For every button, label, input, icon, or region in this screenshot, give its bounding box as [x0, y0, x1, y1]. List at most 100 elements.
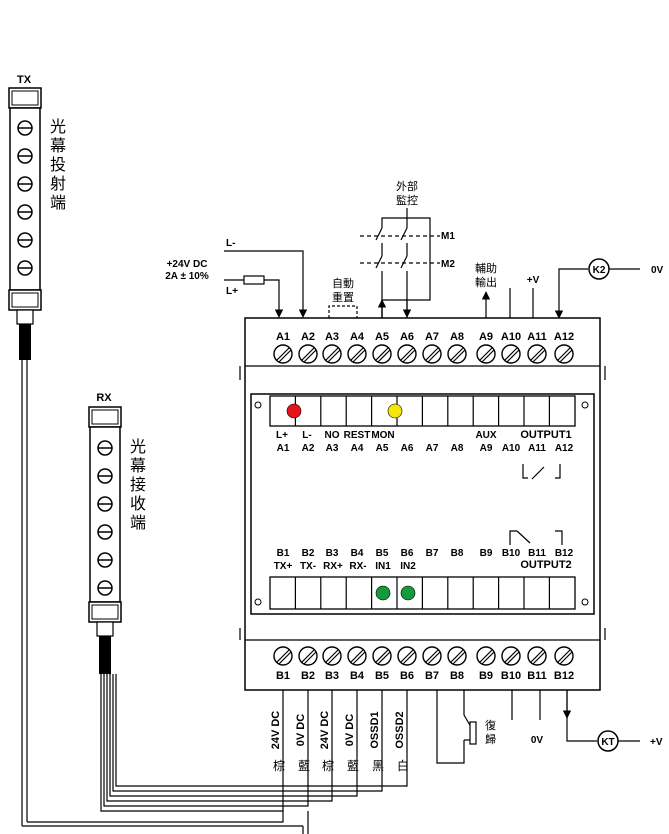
bottom-plus-v: +V: [650, 737, 663, 748]
terminal-b4[interactable]: B4: [347, 646, 367, 682]
panel-top-label: REST: [344, 430, 371, 441]
terminal-label: B1: [276, 670, 290, 682]
external-monitoring: 外部 監控 M1 M2: [360, 179, 455, 318]
terminal-a4[interactable]: A4: [347, 331, 367, 364]
terminal-b10[interactable]: B10: [501, 646, 521, 682]
terminal-label: A11: [527, 331, 547, 343]
terminal-label: B6: [400, 670, 414, 682]
wire-color: 藍: [298, 759, 310, 773]
terminal-b3[interactable]: B3: [322, 646, 342, 682]
terminal-b7[interactable]: B7: [422, 646, 442, 682]
terminal-label: B5: [375, 670, 389, 682]
panel-bottom-terminal: B2: [302, 548, 315, 559]
output2-label: OUTPUT2: [520, 559, 571, 571]
lens-icon: [97, 580, 113, 596]
name-char: 接: [130, 475, 146, 494]
terminal-label: A2: [301, 331, 315, 343]
terminal-a9[interactable]: A9: [476, 331, 496, 364]
lens-icon: [97, 552, 113, 568]
terminal-label: A12: [554, 331, 574, 343]
terminal-label: A9: [479, 331, 493, 343]
terminal-b8[interactable]: B8: [447, 646, 467, 682]
top-zero-v: 0V: [651, 265, 664, 276]
terminal-a8[interactable]: A8: [447, 331, 467, 364]
ext-monitor-line2: 監控: [396, 193, 418, 207]
terminal-a2[interactable]: A2: [298, 331, 318, 364]
panel-bottom-terminal: B6: [401, 548, 414, 559]
terminal-a10[interactable]: A10: [501, 331, 521, 364]
aux-output: 輔助 輸出: [475, 261, 497, 318]
terminal-b12[interactable]: B12: [554, 646, 574, 682]
lens-icon: [97, 440, 113, 456]
l-minus-label: L-: [226, 238, 235, 249]
terminal-a11[interactable]: A11: [527, 331, 547, 364]
terminal-b11[interactable]: B11: [527, 646, 547, 682]
tx-cable-bundle: [22, 811, 309, 834]
panel-bottom-label: IN1: [375, 561, 391, 572]
terminal-b5[interactable]: B5: [372, 646, 392, 682]
panel-bottom-terminal: B7: [426, 548, 439, 559]
terminal-label: B9: [479, 670, 493, 682]
rx-connector-nut: [96, 621, 114, 637]
panel-top-terminal: A8: [451, 443, 464, 454]
terminal-label: B11: [527, 670, 547, 682]
panel-top-terminal: A3: [326, 443, 339, 454]
top-output-supply: +V K2 0V: [509, 258, 664, 319]
bottom-zero-v: 0V: [531, 735, 544, 746]
panel-bottom-terminal: B1: [277, 548, 290, 559]
panel-bottom-terminal: B9: [480, 548, 493, 559]
panel-bottom-label: TX-: [300, 561, 316, 572]
terminal-a12[interactable]: A12: [554, 331, 574, 364]
terminal-b9[interactable]: B9: [476, 646, 496, 682]
panel-bottom-label: RX-: [349, 561, 366, 572]
panel-screw-tr: [581, 401, 589, 409]
l-plus-label: L+: [226, 286, 238, 297]
panel-top-terminal: A1: [277, 443, 290, 454]
terminal-label: B10: [501, 670, 521, 682]
terminal-a7[interactable]: A7: [422, 331, 442, 364]
panel-bottom-terminal: B5: [376, 548, 389, 559]
terminal-b1[interactable]: B1: [273, 646, 293, 682]
rx-body: [89, 426, 121, 603]
wire-signal: 24V DC: [270, 711, 282, 750]
m1-label: M1: [441, 231, 455, 242]
tx-tag: TX: [17, 74, 32, 86]
m2-label: M2: [441, 259, 455, 270]
terminal-b6[interactable]: B6: [397, 646, 417, 682]
terminal-label: B4: [350, 670, 365, 682]
rx-cable-gland: [99, 636, 111, 674]
panel-top-label: L-: [302, 430, 311, 441]
name-char: 光: [50, 117, 66, 136]
panel-top-label: AUX: [475, 430, 496, 441]
panel-screw-tl: [254, 401, 262, 409]
terminal-a5[interactable]: A5: [372, 331, 392, 364]
wire-color: 白: [397, 758, 409, 773]
reset-label-line2: 歸: [485, 732, 496, 746]
power-supply-wiring: +24V DC 2A ± 10% L- L+: [165, 238, 308, 318]
panel-top-label: MON: [371, 430, 394, 441]
fuse-symbol: [243, 275, 265, 285]
bottom-output-supply: 0V KT +V: [511, 690, 663, 752]
terminal-a3[interactable]: A3: [322, 331, 342, 364]
panel-bottom-terminal: B10: [502, 548, 521, 559]
terminal-label: A5: [375, 331, 389, 343]
panel-bottom-label: RX+: [323, 561, 343, 572]
terminal-a1[interactable]: A1: [273, 331, 293, 364]
aux-output-line1: 輔助: [475, 261, 497, 275]
panel-top-terminal: A5: [376, 443, 389, 454]
monitor-led: [387, 403, 403, 419]
l-minus-wire: [224, 250, 308, 318]
terminal-a6[interactable]: A6: [397, 331, 417, 364]
wire-color: 黑: [372, 759, 384, 773]
wire-color: 棕: [322, 758, 334, 773]
tx-body: [9, 107, 41, 291]
terminal-b2[interactable]: B2: [298, 646, 318, 682]
auto-reset-line1: 自動: [332, 276, 354, 290]
lens-icon: [17, 260, 33, 276]
